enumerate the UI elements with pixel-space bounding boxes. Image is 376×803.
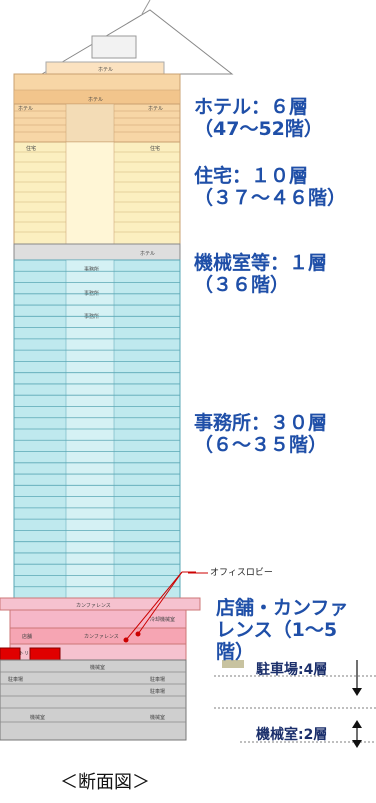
room-label-shop: 店舗	[22, 633, 32, 640]
room-label-atrium: アトリウム	[14, 650, 39, 657]
hotel-floors: ホテル ホテル ホテル	[13, 73, 181, 143]
room-label-machine-b3: 機械室	[150, 714, 165, 721]
label-hotel-line2: （47～52階）	[194, 117, 323, 140]
basement: 機械室 駐車場 駐車場 駐車場 機械室 機械室	[0, 659, 244, 741]
podium: カンファレンス 冷却機械室 店舗 カンファレンス アトリウム 店舗	[0, 571, 201, 671]
room-label-hotel-top: ホテル	[98, 67, 113, 73]
label-machine: 機械室等：１層 （３６階）	[194, 252, 328, 297]
room-label-residence-right: 住宅	[150, 145, 160, 152]
label-shops-line1: 店舗・カンファ	[216, 597, 349, 619]
label-hotel: ホテル：６層 （47～52階）	[194, 96, 323, 141]
label-shops-line2: レンス（1～5	[216, 618, 338, 641]
room-label-cold-room: 冷却機械室	[150, 616, 175, 623]
label-shops: 店舗・カンファ レンス（1～5 階）	[216, 597, 349, 664]
room-label-office: 事務所	[84, 266, 99, 273]
label-office-lobby: オフィスロビー	[210, 568, 273, 578]
label-housing: 住宅：１０層 （３７～４６階）	[194, 165, 347, 210]
label-parking: 駐車場:4層	[256, 662, 328, 678]
label-office-line2: （６～３５階）	[194, 433, 328, 456]
room-label-parking-2: 駐車場	[150, 676, 165, 683]
residence-floors: 住宅 住宅	[13, 141, 181, 245]
room-label-residence-left: 住宅	[26, 145, 36, 152]
room-label-machine-b2: 機械室	[30, 714, 45, 721]
label-shops-line3: 階）	[216, 640, 255, 663]
label-housing-line2: （３７～４６階）	[194, 186, 347, 209]
room-label-conference-mid: カンファレンス	[84, 634, 119, 640]
room-label-machine-b: 機械室	[90, 664, 105, 671]
room-label-hotel-right: ホテル	[148, 106, 163, 112]
label-machine-line2: （３６階）	[194, 273, 290, 296]
room-label-conference-top: カンファレンス	[76, 603, 111, 609]
label-machine-line1: 機械室等：１層	[194, 252, 328, 274]
room-label-parking-3: 駐車場	[150, 688, 165, 695]
dimension-markers	[214, 660, 376, 748]
machine-floor: ホテル	[13, 243, 181, 261]
office-floors: 事務所 事務所 事務所	[13, 259, 181, 599]
label-office: 事務所：３０層 （６～３５階）	[194, 412, 328, 457]
label-hotel-line1: ホテル：６層	[194, 96, 309, 118]
room-label-parking-1: 駐車場	[8, 676, 23, 683]
room-label-hotel-mid: ホテル	[88, 97, 103, 103]
room-label-machine-36: ホテル	[140, 251, 155, 257]
label-office-line1: 事務所：３０層	[194, 412, 328, 434]
label-mech-basement: 機械室:2層	[256, 727, 328, 743]
figure-caption: ＜断面図＞	[60, 772, 150, 793]
roof-crown: ホテル	[40, 0, 234, 75]
room-label-hotel-left: ホテル	[18, 106, 33, 112]
label-housing-line1: 住宅：１０層	[194, 165, 309, 187]
